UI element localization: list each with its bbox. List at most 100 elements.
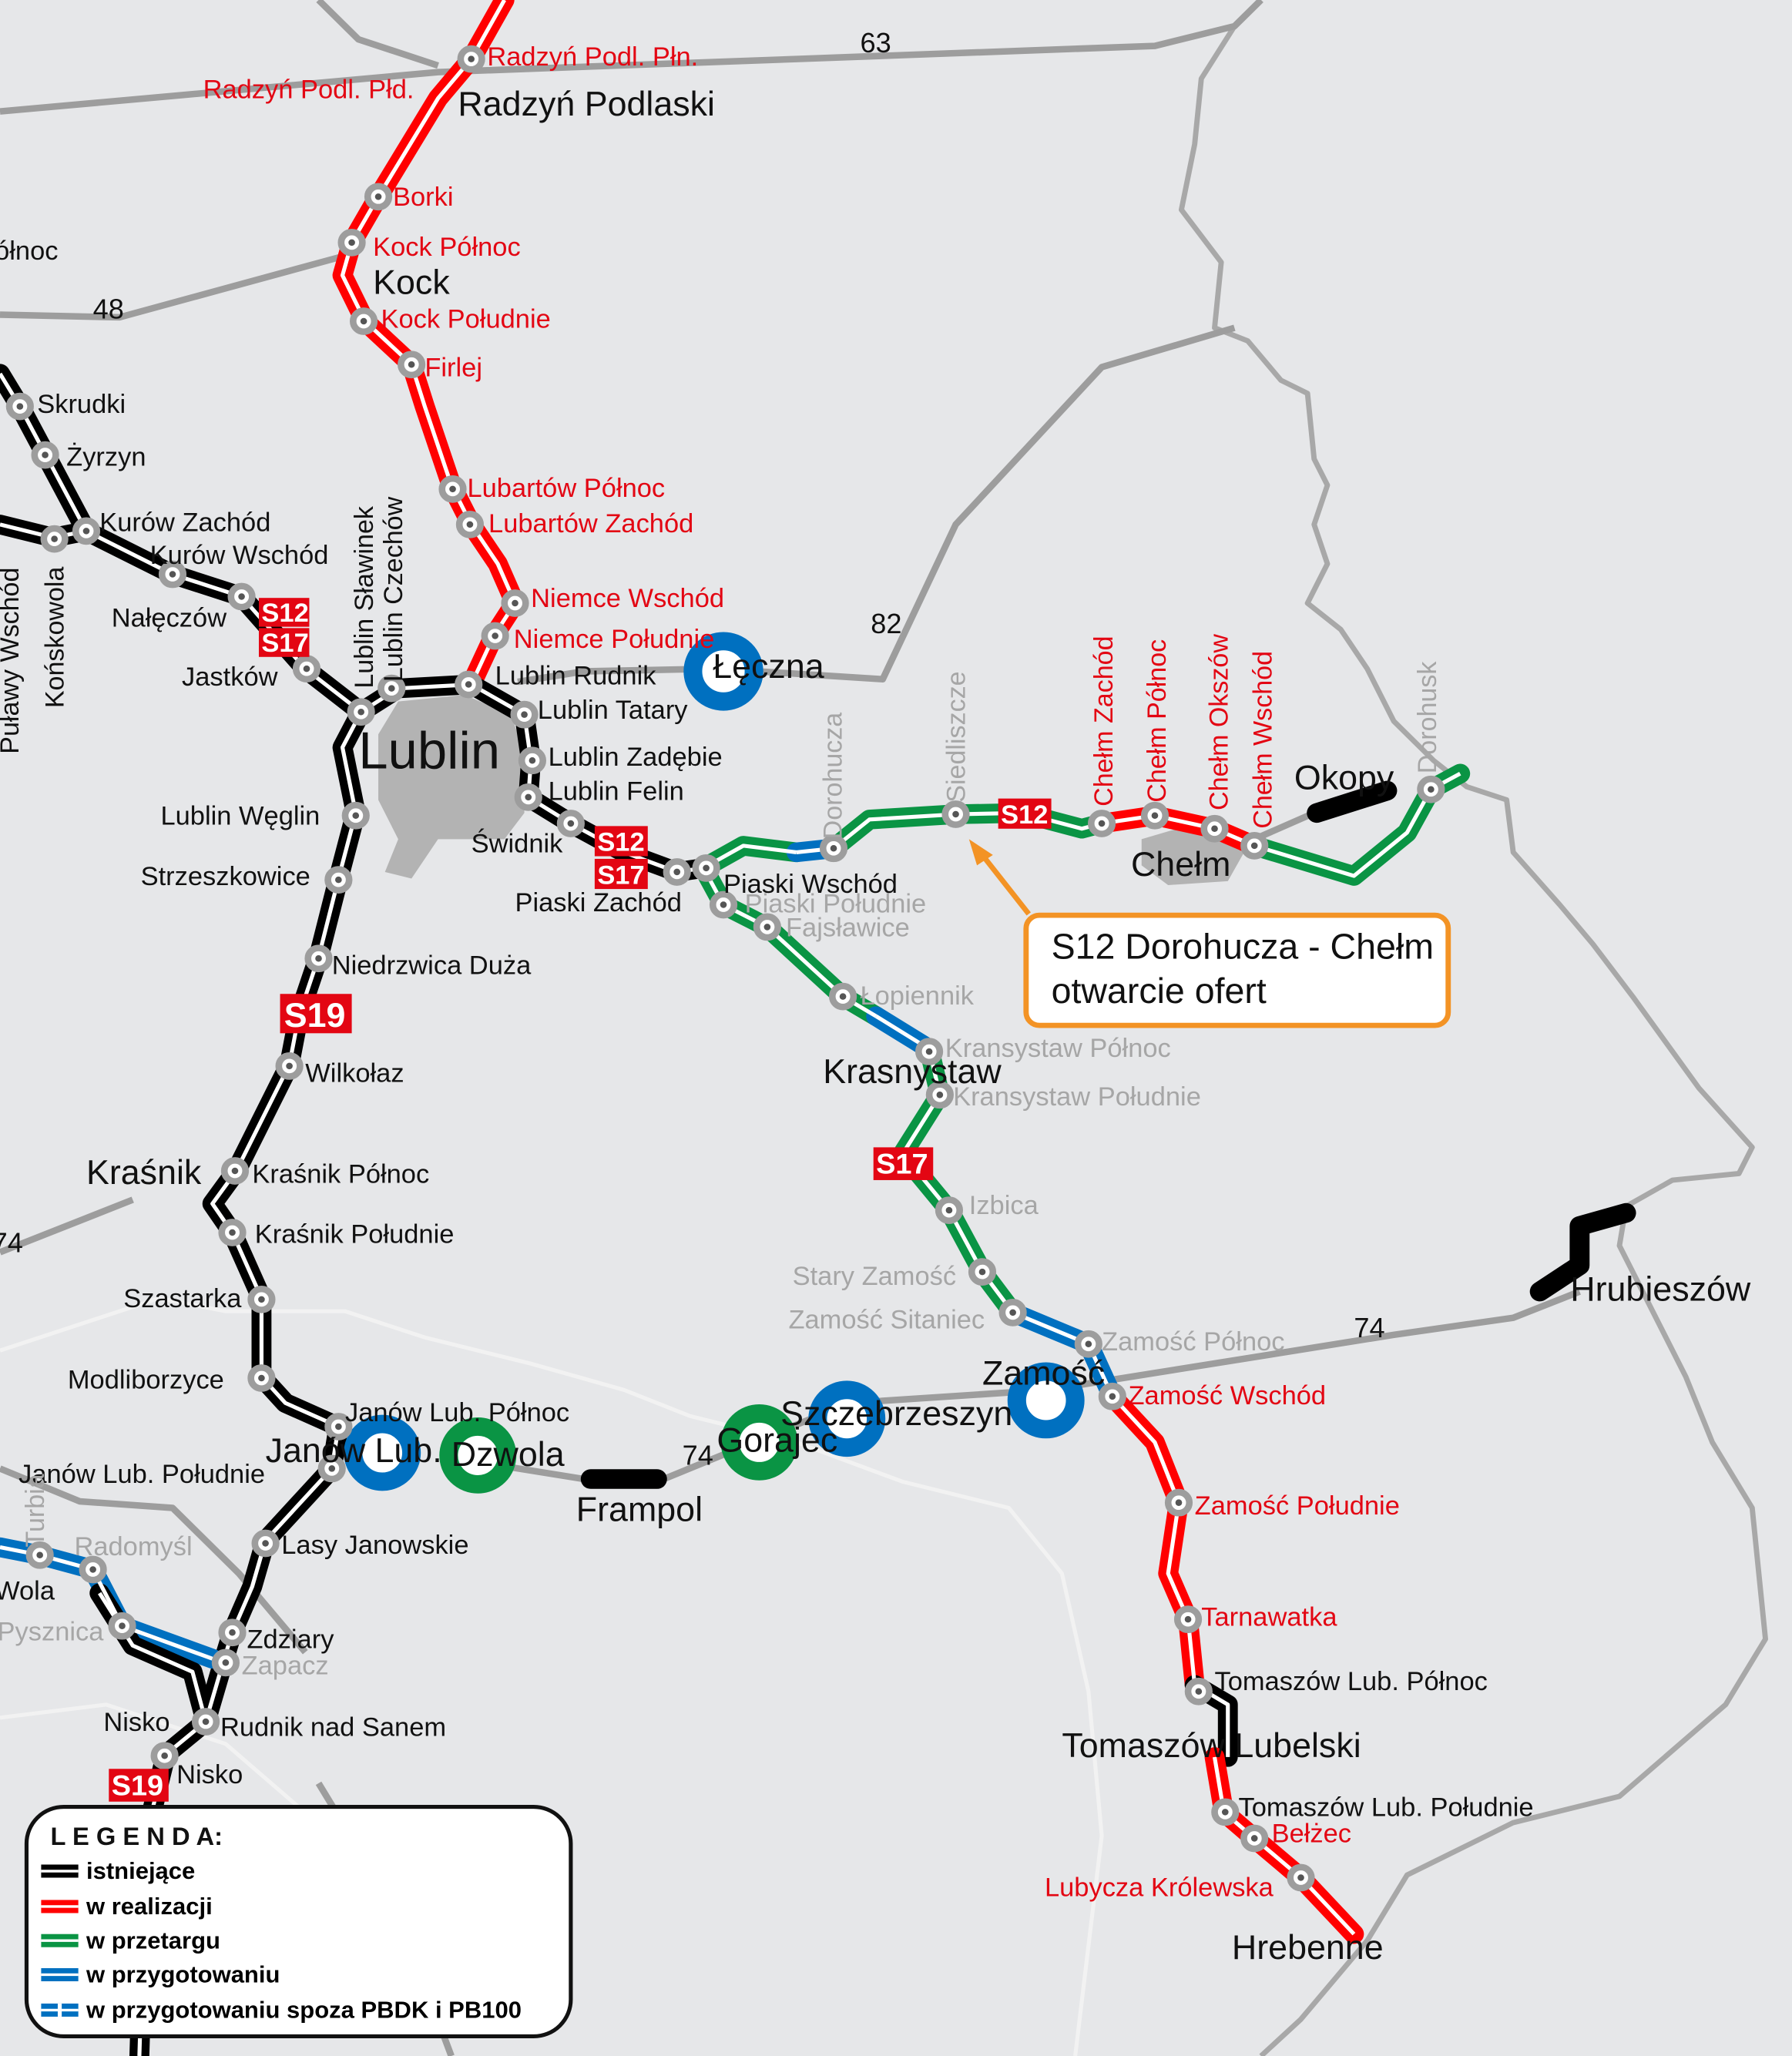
regional-roads: [0, 0, 1581, 2056]
dzwola-ring: [439, 1417, 517, 1494]
junction-dot: [328, 1465, 336, 1472]
map-label: Firlej: [425, 354, 482, 383]
map-label: Dorohusk: [1413, 661, 1442, 774]
junction-dot: [521, 711, 528, 718]
map-label: Okopy: [1294, 760, 1394, 797]
junction-dot: [1175, 1499, 1183, 1506]
map-label: Szastarka: [123, 1284, 242, 1313]
map-label: 63: [860, 27, 891, 59]
map-label: Łęczna: [713, 648, 824, 686]
map-label: Lubartów Zachód: [488, 509, 693, 538]
map-label: Końskowola: [41, 566, 70, 709]
map-label: S17: [876, 1148, 928, 1180]
junction-dot: [42, 451, 49, 458]
map-label: Żyrzyn: [66, 441, 146, 471]
junction-dot: [315, 955, 322, 962]
junction-dot: [202, 1718, 210, 1726]
junction-dot: [449, 485, 456, 493]
junction-dot: [238, 593, 245, 600]
map-label: w realizacji: [86, 1893, 213, 1920]
junction-dot: [357, 709, 364, 716]
junction-dot: [1297, 1874, 1304, 1881]
map-label: Piaski Południe: [745, 890, 927, 919]
map-label: Kurów Zachód: [99, 508, 270, 538]
map-label: Dzwola: [451, 1436, 565, 1474]
map-label: Rudnik nad Sanem: [220, 1713, 446, 1742]
badge-s17: S17: [258, 628, 310, 658]
lublin-city-area: [378, 695, 525, 879]
map-label: w przetargu: [86, 1927, 220, 1954]
map-label: Łopiennik: [860, 981, 974, 1011]
map-label: Nałęczów: [112, 604, 227, 633]
map-label: w przygotowaniu spoza PBDK i PB100: [86, 1997, 522, 2024]
map-label: Wilkołaz: [305, 1058, 404, 1088]
junction-dot: [925, 1048, 933, 1055]
map-label: Zamość Wschód: [1129, 1381, 1327, 1410]
junction-dot: [119, 1622, 126, 1629]
map-label: S17: [597, 860, 644, 890]
junction-dot: [258, 1374, 265, 1382]
map-label: Świdnik: [471, 828, 564, 859]
junction-dot: [936, 1092, 944, 1098]
map-label: Lublin: [358, 721, 500, 780]
legend: L E G E N D A: istniejące w realizacji w…: [24, 1805, 573, 2039]
leczna-ring: [683, 632, 763, 711]
map-label: Lublin Rudnik: [495, 662, 657, 691]
map-label: Lublin Tatary: [538, 696, 689, 725]
junction-dot: [492, 632, 498, 639]
junction-dot: [529, 757, 536, 764]
map-label: S12: [261, 599, 308, 628]
map-label: Zamość Sitaniec: [788, 1305, 985, 1334]
junction-dot: [222, 1659, 230, 1666]
badge-s17: S17: [873, 1147, 934, 1180]
map-label: Tomaszów Lubelski: [1062, 1727, 1361, 1765]
junction-dot: [468, 55, 475, 62]
map-label: Chełm Okszów: [1205, 634, 1234, 810]
map-label: istniejące: [86, 1857, 195, 1884]
badge-s12: S12: [594, 826, 648, 857]
road-centerline: [832, 810, 1102, 850]
existing-junction-labels: Skrudki Żyrzyn Kurów Zachód Kurów Wschód…: [0, 236, 1534, 1822]
junction-dot: [408, 361, 415, 368]
map-label: Chełm Północ: [1143, 639, 1172, 803]
road-centerline: [1101, 813, 1256, 848]
map-label: Tarnawatka: [1201, 1603, 1337, 1632]
callout-arrow-line: [980, 853, 1032, 916]
junction-markers: [5, 45, 1445, 1892]
map-label: Wola: [0, 1577, 55, 1606]
map-label: S19: [112, 1769, 163, 1801]
junction-dot: [1195, 1688, 1203, 1695]
junction-dot: [839, 993, 847, 1000]
map-label: Kraśnik Południe: [255, 1220, 455, 1249]
map-label: S19: [284, 997, 346, 1035]
map-label: Bełżec: [1272, 1820, 1351, 1849]
map-label: Izbica: [969, 1191, 1039, 1220]
junction-dot: [1250, 842, 1258, 850]
map-label: Radzyń Podl. Płd.: [203, 75, 414, 105]
junction-dot: [978, 1268, 986, 1276]
map-label: Strzeszkowice: [141, 862, 310, 891]
junction-dot: [1109, 1393, 1116, 1400]
badge-s12: S12: [998, 798, 1052, 830]
map-label: Kraśnik Północ: [252, 1160, 429, 1189]
janow-ring: [344, 1414, 421, 1491]
map-label: Gorajec: [716, 1422, 837, 1460]
map-label: Zdziary: [247, 1625, 334, 1655]
route-badges: S12 S17 S12 S17 S19 S12 S17 S19: [109, 598, 1052, 1802]
junction-dot: [82, 528, 90, 535]
junction-dot: [525, 793, 532, 801]
map-label: Zamość: [982, 1355, 1105, 1393]
map-label: S12: [597, 828, 644, 857]
map-label: Janów Lub.: [266, 1432, 442, 1470]
planned-junction-labels: Piaski Południe Fajsławice Łopiennik Kra…: [0, 661, 1442, 1681]
junction-dot: [567, 820, 575, 827]
map-label: 82: [871, 608, 901, 639]
map-label: Lublin Sławinek: [350, 505, 379, 688]
junction-dot: [352, 812, 360, 820]
junction-dot: [763, 924, 771, 931]
junction-dot: [1428, 786, 1435, 793]
badge-s19: S19: [109, 1769, 169, 1802]
map-label: Kransystaw Północ: [945, 1034, 1171, 1063]
junction-dot: [89, 1566, 96, 1573]
map-label: Niemce Południe: [514, 625, 714, 654]
